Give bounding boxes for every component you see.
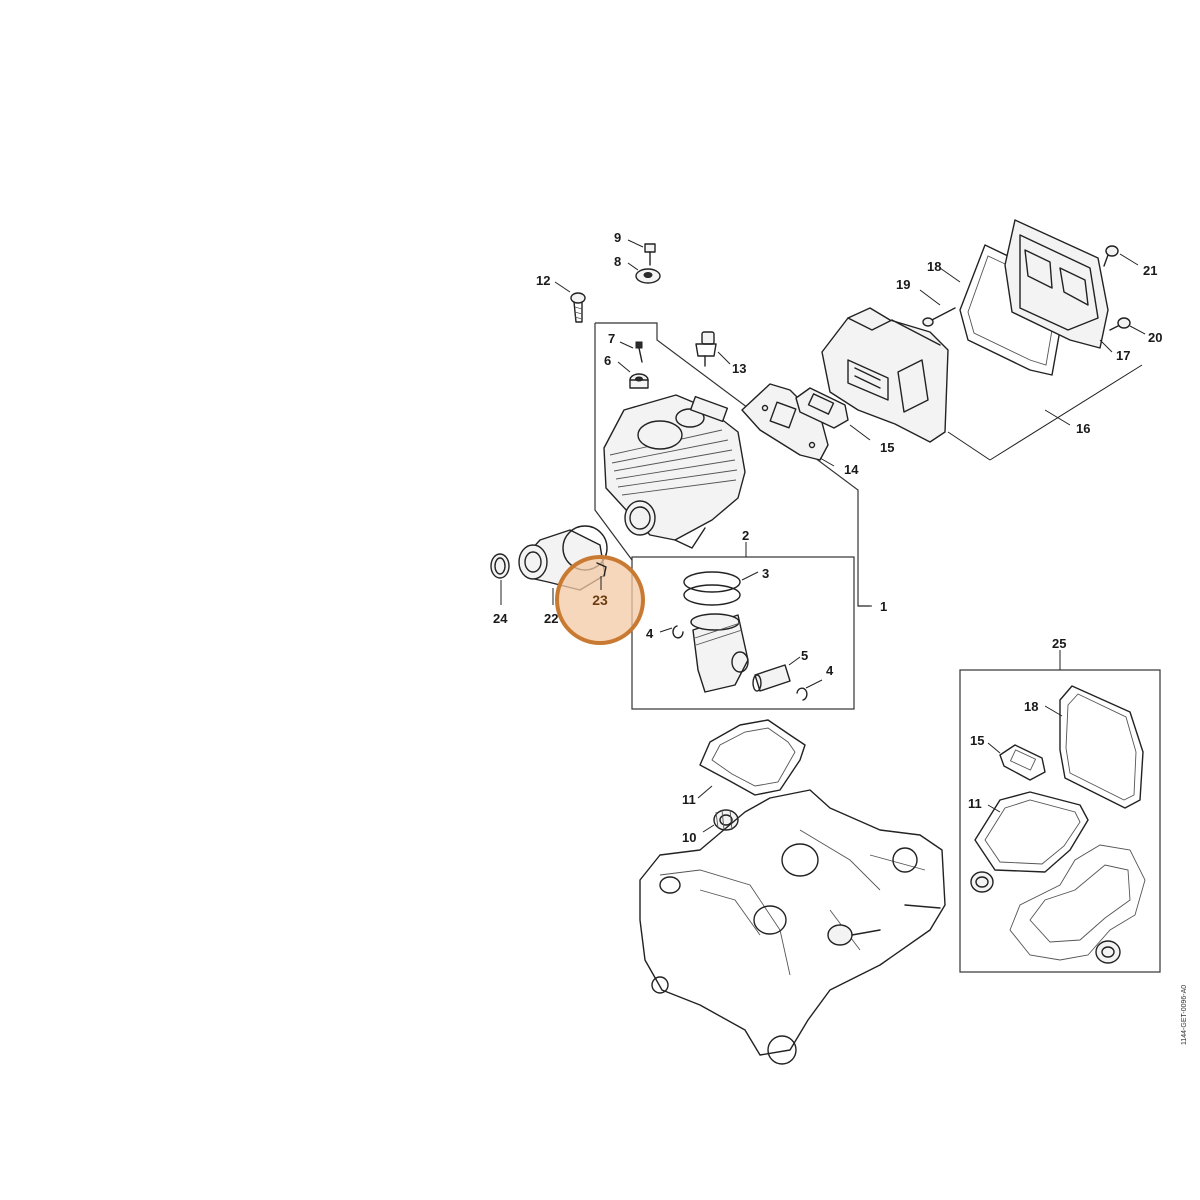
part-21-screw	[1103, 245, 1139, 267]
part-15-gasket-set	[987, 742, 1046, 781]
callout-20: 20	[1148, 330, 1162, 345]
group-1-frame-left	[594, 323, 633, 561]
part-10-needle-bearing	[702, 809, 739, 833]
callout-5: 5	[801, 648, 808, 663]
part-15-gasket	[795, 387, 871, 441]
part-9-stud	[627, 239, 656, 266]
part-12-screw	[554, 281, 586, 323]
oil-seal-right	[1095, 940, 1121, 964]
callout-18: 18	[927, 259, 941, 274]
callout-18-set: 18	[1024, 699, 1038, 714]
callout-14: 14	[844, 462, 859, 477]
callout-11: 11	[682, 792, 696, 807]
part-5-piston-pin	[752, 656, 801, 692]
part-4-circlip-right	[796, 679, 823, 701]
piston-group-frame	[631, 556, 855, 710]
callout-4-left: 4	[646, 626, 654, 641]
callout-19: 19	[896, 277, 910, 292]
part-17-muffler-cover	[1004, 219, 1113, 353]
callout-4-right: 4	[826, 663, 834, 678]
callout-8: 8	[614, 254, 621, 269]
part-18-gasket-set	[1044, 685, 1144, 809]
callout-16: 16	[1076, 421, 1090, 436]
callout-22: 22	[544, 611, 558, 626]
part-24-clamp-ring	[490, 553, 510, 605]
crankcase-gasket	[1009, 844, 1146, 961]
callout-3: 3	[762, 566, 769, 581]
callout-1: 1	[880, 599, 887, 614]
part-14-gasket	[741, 383, 835, 467]
callout-21: 21	[1143, 263, 1157, 278]
part-4-circlip-left	[659, 625, 684, 639]
callout-7: 7	[608, 331, 615, 346]
callout-24: 24	[493, 611, 508, 626]
part-16-muffler	[821, 307, 1143, 461]
callout-15: 15	[880, 440, 894, 455]
part-23-clip	[596, 562, 607, 590]
part-11-gasket	[697, 719, 806, 799]
part-3-piston-rings	[683, 571, 759, 606]
callout-10: 10	[682, 830, 696, 845]
part-8-washer	[627, 262, 661, 284]
part-19-screw	[919, 289, 956, 327]
callout-6: 6	[604, 353, 611, 368]
oil-seal-left	[970, 871, 994, 893]
callout-2: 2	[742, 528, 749, 543]
part-7-stud	[619, 341, 643, 363]
callout-17: 17	[1116, 348, 1130, 363]
callout-12: 12	[536, 273, 550, 288]
part-20-screw	[1109, 317, 1146, 335]
callout-13: 13	[732, 361, 746, 376]
callout-15-set: 15	[970, 733, 984, 748]
highlight-label-23: 23	[592, 592, 608, 608]
part-18-gasket-top	[939, 244, 1061, 376]
crankcase	[639, 789, 946, 1065]
callout-25: 25	[1052, 636, 1066, 651]
reference-code: 1144-GET-0096-A0	[1181, 985, 1188, 1045]
callout-11-set: 11	[968, 796, 982, 811]
highlight-part-23[interactable]	[555, 555, 645, 645]
part-11-gasket-set	[974, 791, 1089, 873]
part-6-sleeve	[617, 361, 649, 389]
part-2-piston	[690, 613, 749, 693]
cylinder	[603, 394, 746, 549]
callout-9: 9	[614, 230, 621, 245]
part-13-decomp-valve	[695, 331, 731, 367]
